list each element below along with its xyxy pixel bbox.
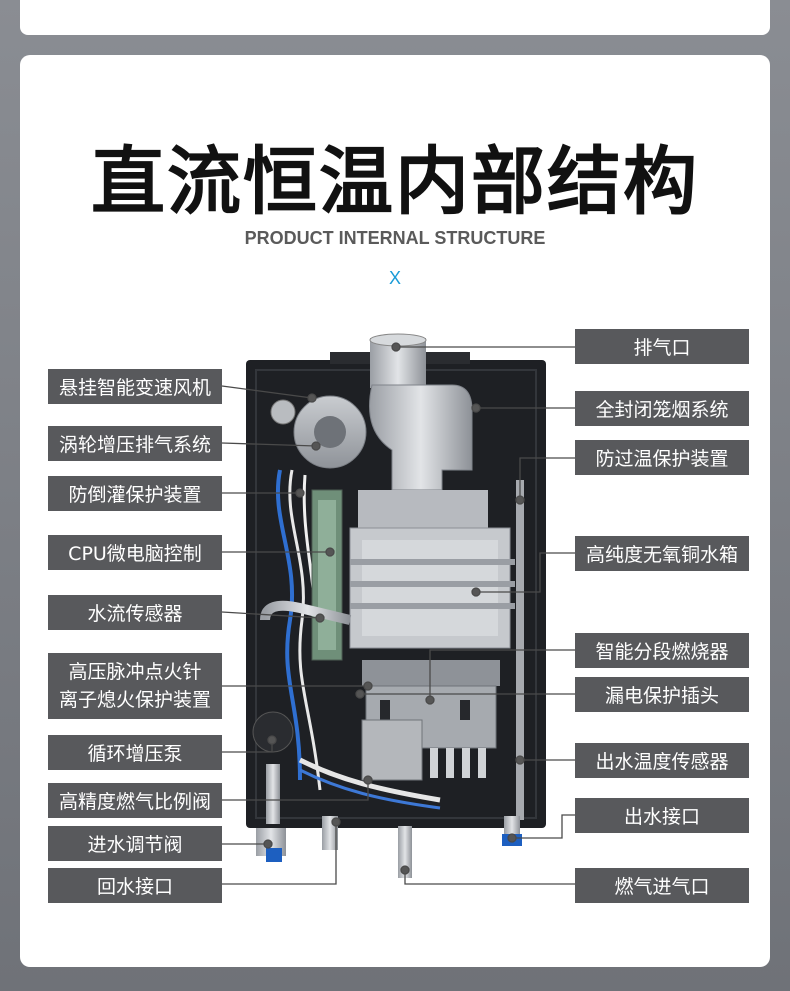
label-outlet-temp-sensor: 出水温度传感器 <box>575 743 749 778</box>
top-card <box>20 0 770 35</box>
label-return-water-port: 回水接口 <box>48 868 222 903</box>
label-ignition-line-2: 离子熄火保护装置 <box>58 689 211 711</box>
label-suspended-fan: 悬挂智能变速风机 <box>48 369 222 404</box>
label-inlet-valve: 进水调节阀 <box>48 826 222 861</box>
label-segmented-burner: 智能分段燃烧器 <box>575 633 749 668</box>
label-ignition-line-1: 高压脉冲点火针 <box>68 661 202 683</box>
label-gas-inlet: 燃气进气口 <box>575 868 749 903</box>
label-ignition-flame-protection: 高压脉冲点火针 离子熄火保护装置 <box>48 653 222 719</box>
label-overheat-protection: 防过温保护装置 <box>575 440 749 475</box>
label-backflow-protection: 防倒灌保护装置 <box>48 476 222 511</box>
separator-mark: X <box>388 268 401 288</box>
label-circulation-pump: 循环增压泵 <box>48 735 222 770</box>
label-flow-sensor: 水流传感器 <box>48 595 222 630</box>
page-subtitle: PRODUCT INTERNAL STRUCTURE <box>244 228 546 248</box>
label-copper-water-tank: 高纯度无氧铜水箱 <box>575 536 749 571</box>
label-gas-proportional-valve: 高精度燃气比例阀 <box>48 783 222 818</box>
label-cpu-control: CPU微电脑控制 <box>48 535 222 570</box>
label-leakage-plug: 漏电保护插头 <box>575 677 749 712</box>
label-turbo-exhaust: 涡轮增压排气系统 <box>48 426 222 461</box>
label-outlet-port: 出水接口 <box>575 798 749 833</box>
page-title: 直流恒温内部结构 <box>91 139 699 225</box>
label-exhaust-port: 排气口 <box>575 329 749 364</box>
label-sealed-smoke-system: 全封闭笼烟系统 <box>575 391 749 426</box>
